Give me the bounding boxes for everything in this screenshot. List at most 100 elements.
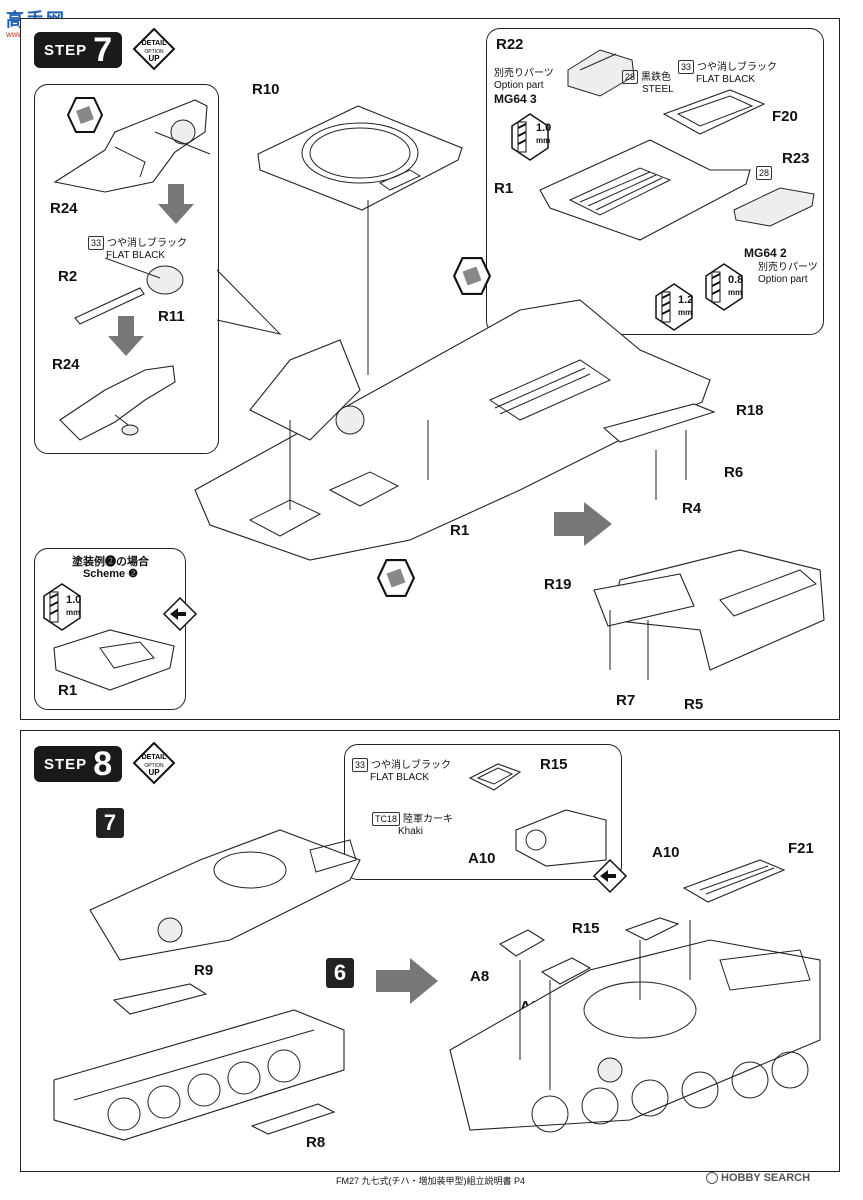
- paint-en: FLAT BLACK: [106, 250, 166, 261]
- paint-num-33b: 33: [678, 60, 695, 74]
- lower-hull-with-tracks: [53, 1009, 345, 1141]
- option-part-top: 別売りパーツ Option part: [494, 68, 554, 92]
- label-r18: R18: [736, 402, 764, 419]
- drill-unit-2: mm: [678, 308, 693, 317]
- scheme-hull-sketch: [53, 629, 175, 691]
- step7-detail-word: DETAIL: [142, 40, 167, 47]
- label-r9: R9: [194, 962, 214, 979]
- paint-num-28: 28: [622, 70, 639, 84]
- label-r24-bottom: R24: [52, 356, 80, 373]
- r2-r11-parts: [74, 257, 184, 325]
- step8-detail-option-up-icon: DETAIL OPTION UP: [132, 741, 176, 785]
- scheme-en: Scheme ❷: [82, 568, 139, 580]
- paint-jp: つや消しブラック: [107, 238, 188, 249]
- down-arrow-icon: [158, 184, 194, 224]
- r22-part: [567, 49, 635, 97]
- option-top-jp: 別売りパーツ: [494, 68, 554, 79]
- label-r7: R7: [616, 692, 636, 709]
- label-f20: F20: [772, 108, 798, 125]
- drill-unit-3: mm: [728, 288, 743, 297]
- scheme-drill-text: 1.0: [66, 594, 82, 606]
- label-r11: R11: [158, 308, 185, 325]
- watermark-text: HOBBY SEARCH: [721, 1172, 811, 1184]
- drill-1-0-value: 1.0 mm: [536, 122, 551, 147]
- assembled-tank: [449, 920, 821, 1133]
- a8-part-1: [498, 929, 546, 957]
- step8-up-word: UP: [148, 768, 160, 777]
- step7-left-panel-pointer: [216, 269, 282, 335]
- paint-num-tc18: TC18: [372, 812, 401, 826]
- hobby-search-watermark: HOBBY SEARCH: [706, 1172, 811, 1185]
- paint-marker-icon-2: [452, 257, 492, 295]
- r15-part: [624, 917, 680, 941]
- step8-paint-en: FLAT BLACK: [370, 772, 430, 783]
- label-r24-top: R24: [50, 200, 78, 217]
- paint-marker-icon: [66, 97, 104, 133]
- step7-up-word: UP: [148, 54, 160, 63]
- drill-1-2-icon: [655, 283, 693, 331]
- r8-part: [250, 1103, 336, 1135]
- option-top-code: MG64 3: [494, 92, 537, 106]
- steel-jp: 黒鉄色: [641, 72, 672, 83]
- steel-en: STEEL: [642, 84, 674, 95]
- scheme-drill-icon: [43, 583, 81, 631]
- option-bottom-code: MG64 2: [744, 246, 787, 260]
- scheme-jp: 塗装例❷の場合: [72, 556, 149, 568]
- label-r1-main: R1: [450, 522, 470, 539]
- drill-unit-4: mm: [66, 608, 81, 617]
- option-top-en: Option part: [494, 80, 544, 91]
- paint-num-33: 33: [88, 236, 105, 250]
- label-r15: R15: [572, 920, 600, 937]
- drill-unit-1: mm: [536, 136, 551, 145]
- drill-1-0-icon: [511, 113, 549, 161]
- step7-badge: STEP 7: [34, 31, 123, 69]
- label-f21: F21: [788, 840, 814, 857]
- manual-footer: FM27 九七式(チハ・増加装甲型)組立説明書 P4: [336, 1176, 526, 1186]
- scheme-drill-value: 1.0 mm: [66, 594, 81, 619]
- r23-paint: 28: [756, 166, 775, 180]
- r4-r6-guides: [655, 430, 687, 500]
- step7-option-word: OPTION: [144, 49, 164, 55]
- upper-hull-assembly: [89, 829, 361, 961]
- paint-marker-icon-3: [376, 559, 416, 597]
- step8-badge: STEP 8: [34, 744, 123, 783]
- label-a10-inset: A10: [468, 850, 496, 867]
- option-part-bottom: 別売りパーツ Option part: [758, 262, 818, 286]
- watermark-circle-icon: [706, 1172, 718, 1185]
- drill-1-0-text: 1.0: [536, 122, 552, 134]
- label-r5: R5: [684, 696, 704, 713]
- a8-part-2: [540, 957, 592, 985]
- r24-top-part: [53, 99, 211, 193]
- scheme2-title: 塗装例❷の場合 Scheme ❷: [72, 556, 149, 580]
- label-r2: R2: [58, 268, 78, 285]
- drill-0-8-value: 0.8 mm: [728, 274, 743, 299]
- sequence-7-marker: 7: [96, 808, 124, 838]
- inset-hull-corner: [515, 809, 607, 867]
- paint-num-28b: 28: [756, 166, 773, 180]
- f21-part: [682, 859, 786, 903]
- rotate-view-icon-2: [592, 858, 628, 894]
- label-r1-detail: R1: [494, 180, 514, 197]
- step8-paint-jp: つや消しブラック: [371, 760, 452, 771]
- label-r8: R8: [306, 1134, 326, 1151]
- paint-jp-2: つや消しブラック: [697, 62, 778, 73]
- r23-part: [733, 187, 815, 227]
- step8-option-word: OPTION: [144, 763, 164, 769]
- step8-word: STEP: [44, 755, 88, 773]
- step8-number: 8: [93, 744, 113, 783]
- label-r23: R23: [782, 150, 810, 167]
- label-a8-1: A8: [470, 968, 490, 985]
- step7-word: STEP: [44, 41, 88, 59]
- label-r6: R6: [724, 464, 744, 481]
- r24-bottom-part: [59, 365, 176, 441]
- option-bottom-jp: 別売りパーツ: [758, 262, 818, 273]
- r1-detail-engine-deck: [539, 139, 751, 241]
- label-r15-inset: R15: [540, 756, 568, 773]
- step7-detail-option-up-icon: DETAIL OPTION UP: [132, 27, 176, 71]
- r10-guide-line: [367, 200, 369, 375]
